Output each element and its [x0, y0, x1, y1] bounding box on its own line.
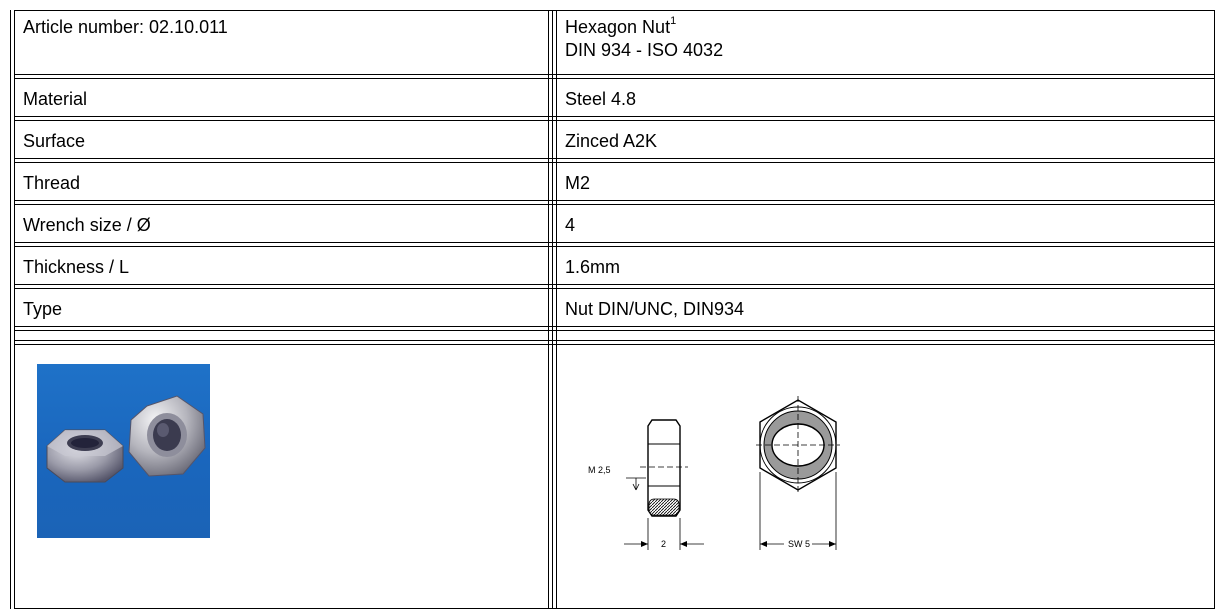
- type-label: Type: [23, 299, 63, 319]
- row-divider: [14, 74, 1215, 75]
- material-label: Material: [23, 89, 88, 109]
- row-divider: [14, 326, 1215, 327]
- row-divider: [14, 78, 1215, 79]
- article-number-label: Article number: 02.10.011: [23, 17, 228, 37]
- row-divider: [14, 162, 1215, 163]
- thickness-label: Thickness / L: [23, 257, 130, 277]
- column-divider: [552, 10, 553, 609]
- thread-label: Thread: [23, 173, 81, 193]
- material-value: Steel 4.8: [565, 89, 637, 109]
- thread-value: M2: [565, 173, 591, 193]
- row-divider: [14, 288, 1215, 289]
- row-divider: [14, 204, 1215, 205]
- wrench-size-value: 4: [565, 215, 576, 235]
- type-value: Nut DIN/UNC, DIN934: [565, 299, 745, 319]
- table-border-top: [14, 10, 1215, 11]
- thread-dimension-label: M 2,5: [588, 465, 611, 475]
- row-divider: [14, 344, 1215, 345]
- thickness-dimension-label: 2: [661, 539, 666, 549]
- table-border-left: [10, 10, 11, 609]
- row-divider: [14, 340, 1215, 341]
- product-photo: [37, 364, 210, 538]
- table-border-left: [14, 10, 15, 609]
- row-divider: [14, 284, 1215, 285]
- row-divider: [14, 330, 1215, 331]
- wrench-dimension-label: SW 5: [788, 539, 810, 549]
- surface-value: Zinced A2K: [565, 131, 658, 151]
- table-border-bottom: [14, 608, 1215, 609]
- row-divider: [14, 158, 1215, 159]
- column-divider: [556, 10, 557, 609]
- hex-nuts-photo-illustration: [46, 395, 206, 483]
- row-divider: [14, 120, 1215, 121]
- column-divider: [548, 10, 549, 609]
- row-divider: [14, 200, 1215, 201]
- table-border-right: [1214, 10, 1215, 609]
- row-divider: [14, 242, 1215, 243]
- hex-nut-dimension-drawing: M 2,5 2 SW 5: [588, 396, 840, 550]
- footnote-marker: 1: [670, 15, 677, 27]
- product-standard: DIN 934 - ISO 4032: [565, 40, 724, 60]
- surface-label: Surface: [23, 131, 86, 151]
- thickness-value: 1.6mm: [565, 257, 621, 277]
- product-name-text: Hexagon Nut: [565, 17, 671, 37]
- row-divider: [14, 116, 1215, 117]
- product-name: Hexagon Nut1: [565, 15, 677, 38]
- row-divider: [14, 246, 1215, 247]
- technical-drawing: M 2,5 2 SW 5: [580, 394, 900, 554]
- wrench-size-label: Wrench size / Ø: [23, 215, 151, 235]
